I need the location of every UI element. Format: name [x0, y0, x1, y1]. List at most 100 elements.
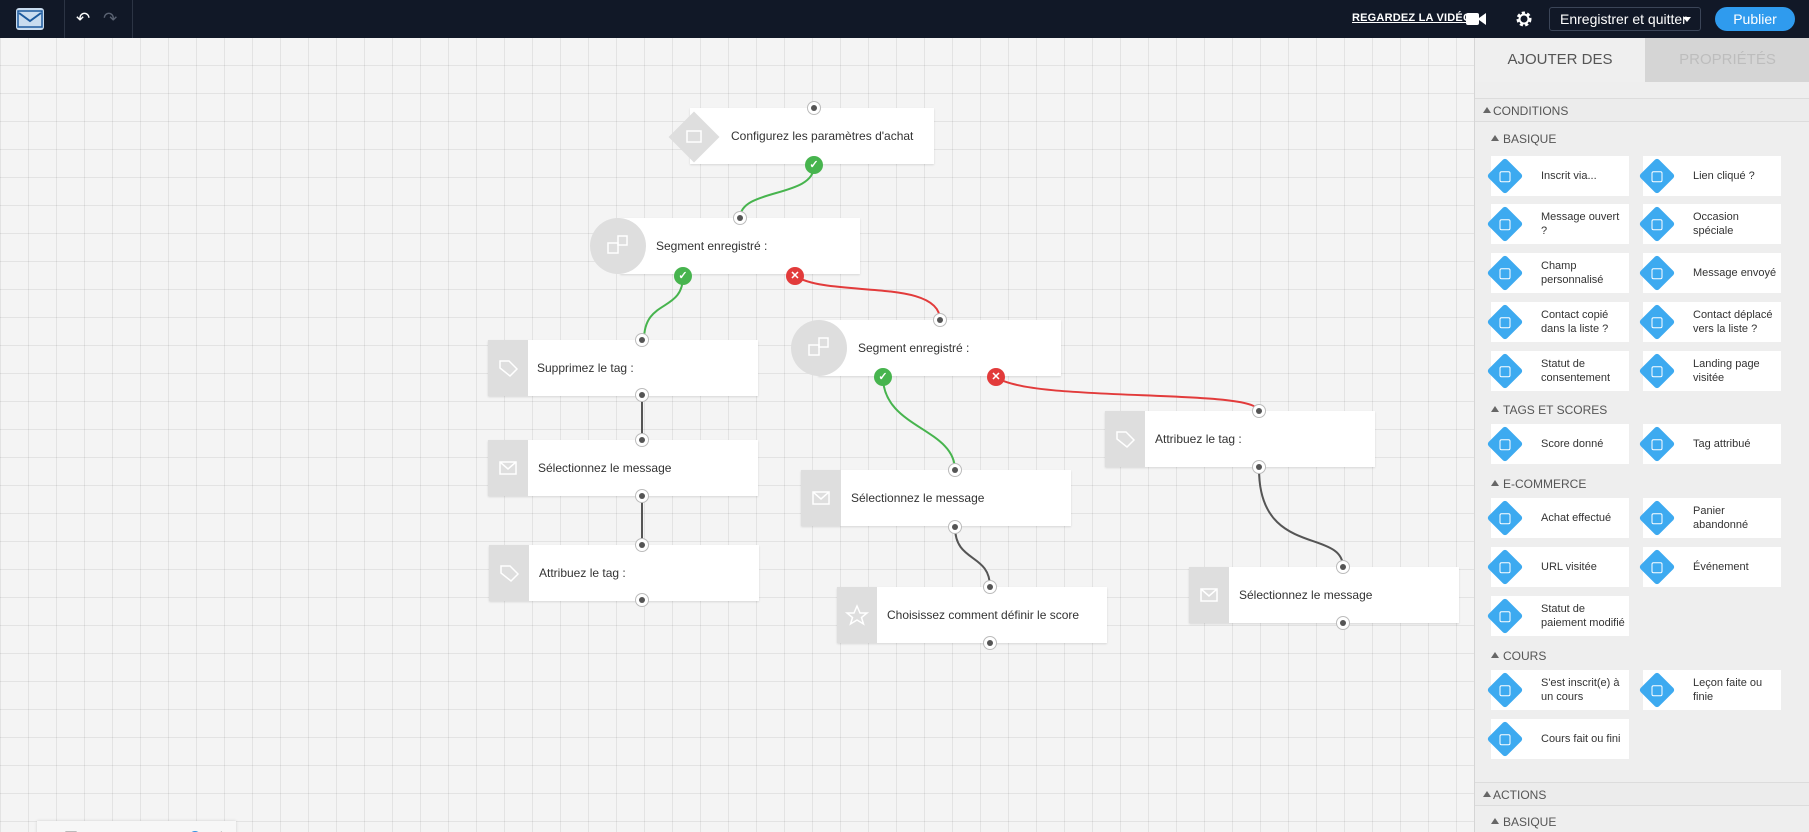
save-and-quit-dropdown[interactable]: Enregistrer et quitter — [1549, 7, 1701, 31]
connector-dot[interactable] — [983, 580, 997, 594]
condition-custom-field[interactable]: Champ personnalisé — [1486, 253, 1629, 293]
cart-icon — [1638, 499, 1676, 537]
dollar-icon — [1486, 597, 1524, 635]
connector-dot[interactable] — [635, 433, 649, 447]
subsection-courses[interactable]: COURS — [1475, 646, 1809, 666]
card-label: Message ouvert ? — [1541, 211, 1620, 237]
section-actions[interactable]: ACTIONS — [1475, 782, 1809, 806]
connector-dot[interactable] — [1336, 560, 1350, 574]
score-node[interactable]: Choisissez comment définir le score — [837, 587, 1107, 643]
tag-icon — [488, 340, 528, 396]
node-label: Choisissez comment définir le score — [887, 608, 1080, 622]
connector-dot[interactable] — [635, 593, 649, 607]
right-panel: AJOUTER DES PROPRIÉTÉS CONDITIONS BASIQU… — [1474, 38, 1809, 832]
condition-message-opened[interactable]: Message ouvert ? — [1486, 204, 1629, 244]
no-branch-icon[interactable]: ✕ — [987, 368, 1005, 386]
send-envelope-icon — [1638, 254, 1676, 292]
subsection-tags-scores[interactable]: TAGS ET SCORES — [1475, 400, 1809, 420]
condition-purchase-made[interactable]: Achat effectué — [1486, 498, 1629, 538]
divider — [132, 0, 133, 38]
node-label: Configurez les paramètres d'achat — [731, 129, 914, 143]
connector-dot[interactable] — [635, 333, 649, 347]
envelope-icon — [488, 440, 528, 496]
wallet-icon — [1486, 499, 1524, 537]
select-message-node[interactable]: Sélectionnez le message — [801, 470, 1071, 526]
connector-dot[interactable] — [807, 101, 821, 115]
yes-branch-icon[interactable]: ✓ — [674, 267, 692, 285]
condition-landing-page-visited[interactable]: Landing page visitée — [1638, 351, 1781, 391]
card-label: Panier abandonné — [1693, 505, 1749, 531]
card-label: Lien cliqué ? — [1693, 170, 1755, 182]
select-message-node[interactable]: Sélectionnez le message — [488, 440, 758, 496]
connector-dot[interactable] — [1252, 404, 1266, 418]
condition-abandoned-cart[interactable]: Panier abandonné — [1638, 498, 1781, 538]
card-label: Landing page visitée — [1693, 358, 1760, 384]
condition-lesson-done[interactable]: Leçon faite ou finie — [1638, 670, 1781, 710]
section-conditions[interactable]: CONDITIONS — [1475, 98, 1809, 122]
yes-branch-icon[interactable]: ✓ — [874, 368, 892, 386]
card-label: Score donné — [1541, 438, 1604, 450]
tab-add[interactable]: AJOUTER DES — [1475, 38, 1645, 82]
redo-icon[interactable]: ↷ — [103, 9, 118, 28]
connector-no — [995, 376, 1259, 412]
connector-dot[interactable] — [948, 520, 962, 534]
tag-icon — [1105, 411, 1145, 467]
connector-dot[interactable] — [635, 489, 649, 503]
condition-message-sent[interactable]: Message envoyé — [1638, 253, 1781, 293]
connector-dot[interactable] — [733, 211, 747, 225]
node-label: Supprimez le tag : — [537, 361, 634, 375]
publish-button[interactable]: Publier — [1715, 7, 1795, 31]
chevron-down-icon — [1683, 17, 1691, 22]
connector-dot[interactable] — [635, 538, 649, 552]
purchase-settings-node[interactable]: Configurez les paramètres d'achat — [690, 108, 934, 164]
condition-payment-status-changed[interactable]: Statut de paiement modifié — [1486, 596, 1629, 636]
condition-enrolled-course[interactable]: S'est inscrit(e) à un cours — [1486, 670, 1629, 710]
assign-tag-node[interactable]: Attribuez le tag : — [1105, 411, 1375, 467]
subsection-basic[interactable]: BASIQUE — [1475, 129, 1809, 149]
condition-consent-status[interactable]: Statut de consentement — [1486, 351, 1629, 391]
no-branch-icon[interactable]: ✕ — [786, 267, 804, 285]
condition-link-clicked[interactable]: Lien cliqué ? — [1638, 156, 1781, 196]
card-label: Tag attribué — [1693, 438, 1751, 450]
link-icon — [1486, 548, 1524, 586]
connector-dot[interactable] — [1336, 616, 1350, 630]
condition-tag-assigned[interactable]: Tag attribué — [1638, 424, 1781, 464]
card-label: Événement — [1693, 561, 1749, 573]
node-label: Attribuez le tag : — [1155, 432, 1242, 446]
remove-tag-node[interactable]: Supprimez le tag : — [488, 340, 758, 396]
connector-dot[interactable] — [635, 388, 649, 402]
condition-event[interactable]: Événement — [1638, 547, 1781, 587]
subsection-actions-basic[interactable]: BASIQUE — [1475, 812, 1809, 832]
logo-envelope-icon[interactable] — [16, 8, 44, 30]
top-bar: ↶ ↷ REGARDEZ LA VIDÉO Enregistrer et qui… — [0, 0, 1809, 38]
connector-dot[interactable] — [933, 313, 947, 327]
card-label: Achat effectué — [1541, 512, 1612, 524]
condition-special-occasion[interactable]: Occasion spéciale — [1638, 204, 1781, 244]
select-message-node[interactable]: Sélectionnez le message — [1189, 567, 1459, 623]
tab-properties[interactable]: PROPRIÉTÉS — [1645, 38, 1809, 82]
assign-tag-node[interactable]: Attribuez le tag : — [489, 545, 759, 601]
open-envelope-icon — [1486, 205, 1524, 243]
segment-node[interactable]: Segment enregistré : — [620, 218, 860, 274]
watch-video-link[interactable]: REGARDEZ LA VIDÉO — [1352, 12, 1472, 24]
condition-contact-moved[interactable]: Contact déplacé vers la liste ? — [1638, 302, 1781, 342]
subsection-ecommerce[interactable]: E-COMMERCE — [1475, 474, 1809, 494]
card-label: URL visitée — [1541, 561, 1597, 573]
condition-contact-copied[interactable]: Contact copié dans la liste ? — [1486, 302, 1629, 342]
zoom-in-button[interactable]: + — [217, 827, 226, 832]
gear-icon[interactable] — [1513, 8, 1535, 30]
undo-icon[interactable]: ↶ — [76, 9, 91, 28]
zoom-out-button[interactable]: — — [85, 827, 98, 832]
condition-course-done[interactable]: Cours fait ou fini — [1486, 719, 1629, 759]
tag-icon — [489, 545, 529, 601]
workflow-canvas[interactable]: Configurez les paramètres d'achat ✓ Segm… — [0, 38, 1474, 832]
video-camera-icon[interactable] — [1466, 12, 1486, 26]
connector-dot[interactable] — [948, 463, 962, 477]
connector-dot[interactable] — [983, 636, 997, 650]
condition-subscribed-via[interactable]: Inscrit via... — [1486, 156, 1629, 196]
yes-branch-icon[interactable]: ✓ — [805, 156, 823, 174]
condition-url-visited[interactable]: URL visitée — [1486, 547, 1629, 587]
segment-node[interactable]: Segment enregistré : — [818, 320, 1061, 376]
condition-score-given[interactable]: Score donné — [1486, 424, 1629, 464]
connector-dot[interactable] — [1252, 460, 1266, 474]
